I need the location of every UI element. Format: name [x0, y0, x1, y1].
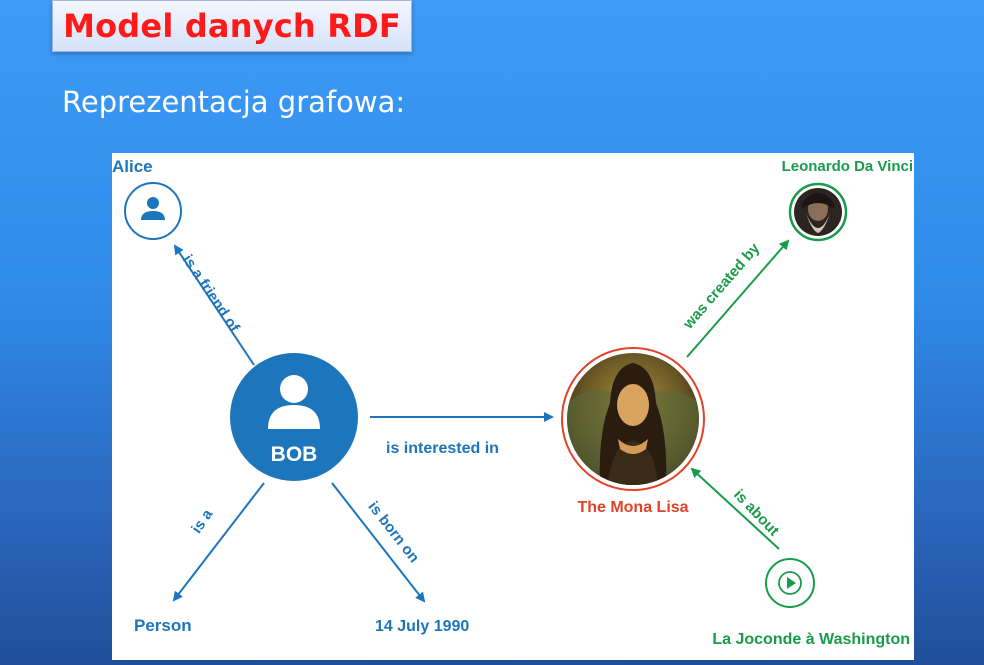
edge-about-arrow — [690, 467, 780, 550]
node-leonardo: Leonardo Da Vinci — [782, 158, 913, 242]
node-alice: Alice — [112, 157, 182, 240]
node-bob-label: BOB — [271, 443, 318, 466]
node-leonardo-label: Leonardo Da Vinci — [782, 158, 913, 175]
node-alice-label: Alice — [112, 157, 153, 176]
node-joconde-label: La Joconde à Washington — [712, 631, 910, 648]
rdf-graph-diagram: is a friend of is interested in is a is … — [112, 153, 914, 660]
node-joconde: La Joconde à Washington — [712, 558, 910, 648]
play-icon — [778, 571, 802, 595]
person-icon — [268, 375, 320, 429]
slide-title-box: Model danych RDF — [52, 0, 412, 52]
edge-about-label: is about — [730, 486, 782, 539]
edge-interested-label: is interested in — [386, 440, 499, 457]
mona-lisa-painting-icon — [567, 353, 699, 485]
node-date-label: 14 July 1990 — [375, 618, 469, 635]
edge-born-arrow — [331, 482, 426, 603]
slide-subtitle: Reprezentacja grafowa: — [62, 85, 406, 119]
edge-is-a-arrow — [172, 482, 265, 602]
edge-created-by-arrow — [686, 239, 790, 358]
rdf-graph-svg: is a friend of is interested in is a is … — [112, 157, 913, 648]
node-mona-lisa-label: The Mona Lisa — [577, 499, 688, 516]
edge-friend-arrow — [173, 244, 255, 366]
edge-born-label: is born on — [365, 498, 423, 566]
edge-is-a-label: is a — [188, 506, 216, 537]
user-icon — [141, 197, 165, 220]
node-mona-lisa: The Mona Lisa — [561, 347, 705, 516]
leonardo-portrait-icon — [794, 188, 842, 236]
slide-title: Model danych RDF — [63, 7, 401, 45]
edge-friend-label: is a friend of — [179, 252, 244, 336]
node-bob: BOB — [230, 353, 358, 481]
edge-created-by-label: was created by — [679, 239, 763, 333]
node-person-label: Person — [134, 616, 192, 635]
